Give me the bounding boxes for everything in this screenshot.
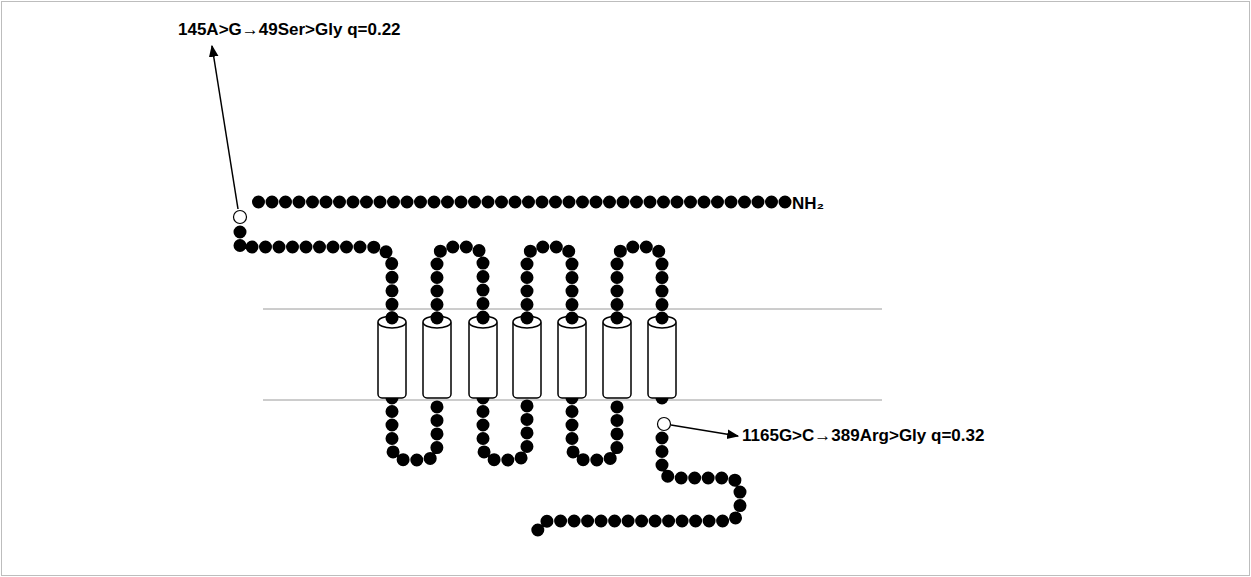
helix — [469, 316, 497, 398]
amino-acid-chain — [240, 202, 785, 537]
helix — [378, 316, 406, 398]
leader-arrow — [671, 425, 738, 436]
extracellular-loop — [617, 247, 662, 318]
c-terminus — [537, 438, 740, 537]
tm7-end — [656, 398, 669, 410]
helix — [603, 316, 631, 398]
intracellular-loop — [392, 398, 437, 460]
helix-top-dots — [386, 312, 669, 325]
intracellular-loop — [572, 398, 617, 460]
snp-residue — [658, 418, 671, 431]
snp-annotation: 145A>G→49Ser>Gly q=0.22 — [178, 21, 401, 40]
n-terminus — [245, 196, 785, 209]
leader-arrow — [212, 46, 238, 209]
helix — [558, 316, 586, 398]
snp-annotation: 1165G>C→389Arg>Gly q=0.32 — [742, 427, 984, 446]
extracellular-loop — [437, 247, 483, 318]
helix — [513, 316, 541, 398]
helix — [423, 316, 451, 398]
snp-residue — [234, 211, 247, 224]
terminus-label: NH₂ — [792, 195, 824, 214]
extracellular-loop — [527, 247, 572, 318]
helix — [648, 316, 676, 398]
helix-group — [378, 316, 676, 398]
n-terminal-segment — [240, 232, 392, 318]
intracellular-loop — [483, 398, 527, 460]
